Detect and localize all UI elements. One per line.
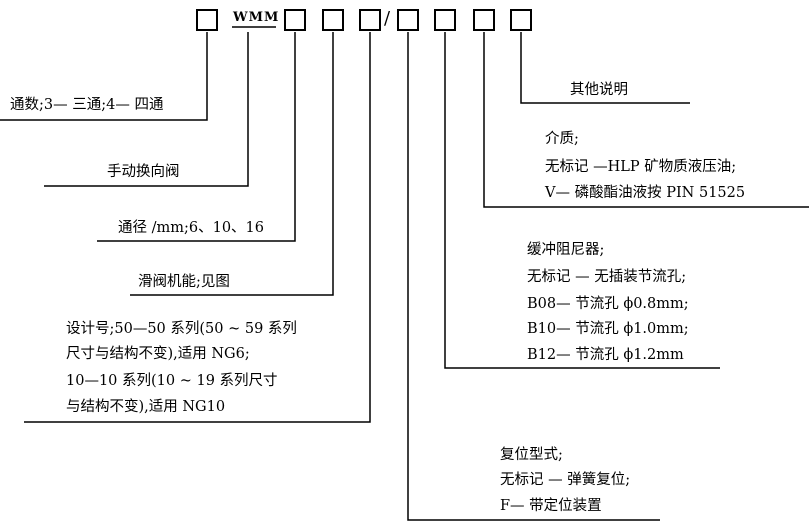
leader-design xyxy=(24,32,371,423)
leader-other xyxy=(520,32,690,104)
label-damper-opt2: B08— 节流孔 ϕ0.8mm; xyxy=(527,296,689,312)
label-damper-opt1: 无标记 — 无插装节流孔; xyxy=(527,269,687,285)
leader-bore xyxy=(97,32,296,242)
model-code: WMM xyxy=(233,10,280,25)
label-spool: 滑阀机能;见图 xyxy=(138,274,230,290)
label-damper-title: 缓冲阻尼器; xyxy=(527,242,605,258)
code-box-bore xyxy=(284,9,306,31)
label-design-line3: 10—10 系列(10 ~ 19 系列尺寸 xyxy=(66,373,278,389)
label-ports: 通数;3— 三通;4— 四通 xyxy=(10,97,164,113)
label-design-line2: 尺寸与结构不变),适用 NG6; xyxy=(66,346,250,362)
code-box-design xyxy=(359,9,381,31)
leader-damper xyxy=(444,32,720,369)
leader-operation xyxy=(44,32,249,187)
label-medium-opt1: 无标记 —HLP 矿物质液压油; xyxy=(545,159,737,175)
leader-spool xyxy=(130,32,334,296)
label-operation: 手动换向阀 xyxy=(107,164,180,180)
label-bore: 通径 /mm;6、10、16 xyxy=(118,220,265,236)
label-damper-opt3: B10— 节流孔 ϕ1.0mm; xyxy=(527,321,689,337)
label-reset-title: 复位型式; xyxy=(500,447,563,463)
label-reset-opt1: 无标记 — 弹簧复位; xyxy=(500,472,631,488)
leader-ports xyxy=(0,32,208,121)
code-box-ports xyxy=(196,9,218,31)
code-box-spool xyxy=(322,9,344,31)
label-damper-opt4: B12— 节流孔 ϕ1.2mm xyxy=(527,347,684,363)
label-medium-title: 介质; xyxy=(545,131,579,147)
label-other: 其他说明 xyxy=(570,82,628,98)
label-medium-opt2: V— 磷酸酯油液按 PIN 51525 xyxy=(545,185,746,201)
label-design-line4: 与结构不变),适用 NG10 xyxy=(66,399,226,415)
code-box-other xyxy=(510,9,532,31)
code-separator: / xyxy=(384,8,391,29)
code-box-damper xyxy=(434,9,456,31)
leader-reset xyxy=(407,32,660,521)
code-box-reset xyxy=(397,9,419,31)
code-box-medium xyxy=(473,9,495,31)
label-reset-opt2: F— 带定位装置 xyxy=(500,498,602,514)
label-design-line1: 设计号;50—50 系列(50 ~ 59 系列 xyxy=(66,321,297,337)
leader-medium xyxy=(483,32,809,208)
